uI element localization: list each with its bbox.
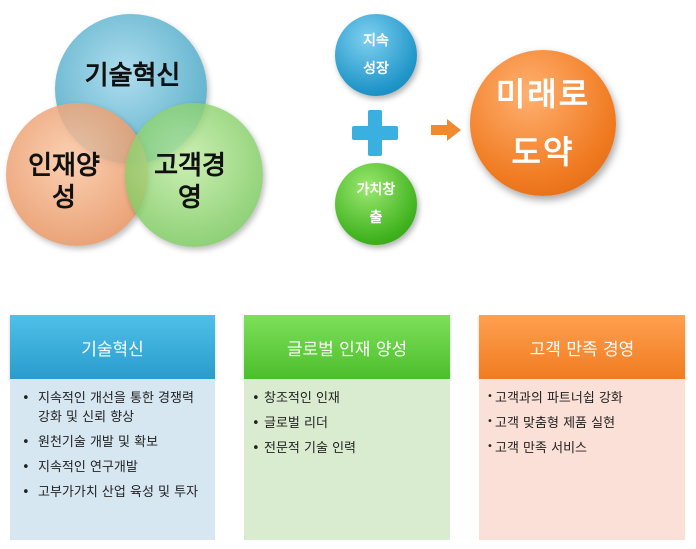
panel-customer: 고객 만족 경영 고객과의 파트너쉽 강화고객 맞춤형 제품 실현고객 만족 서… — [479, 315, 685, 540]
venn-label-tech: 기술혁신 — [84, 61, 181, 91]
panel-global-body: 창조적인 인재글로벌 리더전문적 기술 인력 — [244, 379, 450, 540]
arrow-right-icon — [431, 119, 461, 141]
venn-circle-customer — [125, 103, 263, 247]
list-item: 전문적 기술 인력 — [252, 439, 442, 458]
panel-global-title: 글로벌 인재 양성 — [244, 315, 450, 379]
panel-tech-body: 지속적인 개선을 통한 경쟁력 강화 및 신뢰 향상원천기술 개발 및 확보지속… — [10, 379, 215, 540]
panel-global: 글로벌 인재 양성 창조적인 인재글로벌 리더전문적 기술 인력 — [244, 315, 450, 540]
venn-label-customer-line1: 고객경 — [154, 151, 226, 181]
value-creation-circle: 가치창 출 — [335, 163, 417, 245]
growth-line2: 성장 — [363, 61, 389, 77]
venn-label-people-line2: 성 — [52, 183, 76, 213]
list-item: 창조적인 인재 — [252, 389, 442, 408]
plus-icon — [352, 110, 398, 156]
list-item: 고객 맞춤형 제품 실현 — [487, 412, 677, 433]
panel-tech-list: 지속적인 개선을 통한 경쟁력 강화 및 신뢰 향상원천기술 개발 및 확보지속… — [18, 389, 207, 502]
value-line2: 출 — [369, 210, 383, 226]
growth-circle: 지속 성장 — [335, 14, 417, 96]
list-item: 글로벌 리더 — [252, 414, 442, 433]
venn-label-people: 인재양 성 — [14, 150, 114, 214]
growth-line1: 지속 — [363, 33, 389, 49]
list-item: 고부가가치 산업 육성 및 투자 — [18, 483, 207, 502]
venn-diagram: 기술혁신 인재양 성 고객경 영 — [0, 0, 270, 260]
goal-line1: 미래로 — [495, 75, 591, 113]
panel-tech: 기술혁신 지속적인 개선을 통한 경쟁력 강화 및 신뢰 향상원천기술 개발 및… — [10, 315, 215, 540]
panel-customer-body: 고객과의 파트너쉽 강화고객 맞춤형 제품 실현고객 만족 서비스 — [479, 379, 685, 540]
panel-customer-list: 고객과의 파트너쉽 강화고객 맞춤형 제품 실현고객 만족 서비스 — [487, 387, 677, 458]
list-item: 고객 만족 서비스 — [487, 437, 677, 458]
panel-global-list: 창조적인 인재글로벌 리더전문적 기술 인력 — [252, 389, 442, 458]
venn-label-customer: 고객경 영 — [140, 150, 240, 214]
value-line1: 가치창 — [356, 182, 396, 198]
list-item: 지속적인 개선을 통한 경쟁력 강화 및 신뢰 향상 — [18, 389, 207, 427]
list-item: 고객과의 파트너쉽 강화 — [487, 387, 677, 408]
list-item: 원천기술 개발 및 확보 — [18, 433, 207, 452]
venn-label-people-line1: 인재양 — [28, 151, 100, 181]
panel-customer-title: 고객 만족 경영 — [479, 315, 685, 379]
panel-tech-title: 기술혁신 — [10, 315, 215, 379]
venn-label-customer-line2: 영 — [178, 183, 202, 213]
goal-circle: 미래로 도약 — [470, 50, 616, 196]
venn-circle-people — [6, 103, 148, 246]
list-item: 지속적인 연구개발 — [18, 458, 207, 477]
goal-line2: 도약 — [511, 133, 575, 171]
